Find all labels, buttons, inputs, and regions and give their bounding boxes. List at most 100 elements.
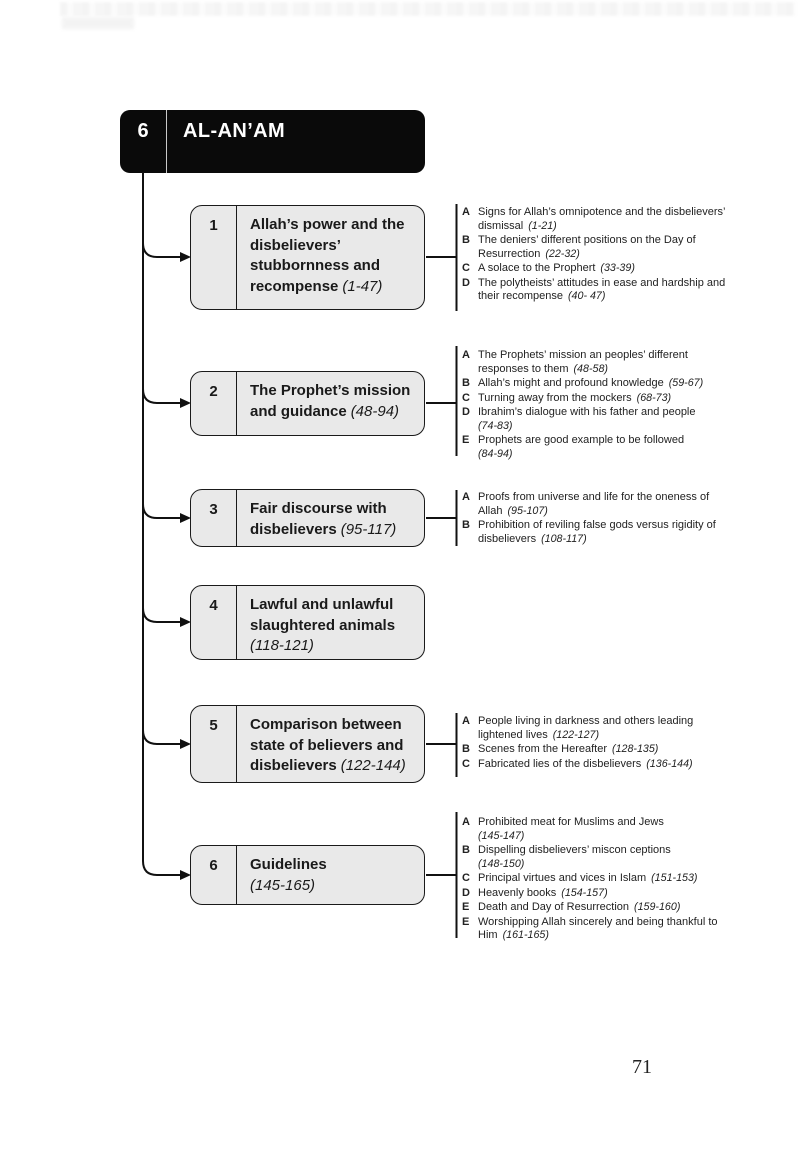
- item-text-content: Dispelling disbelievers’ miscon ceptions: [478, 844, 671, 856]
- chapter-number: 6: [120, 110, 167, 173]
- section-box-5: 5 Comparison between state of believers …: [190, 705, 425, 783]
- list-item: E Death and Day of Resurrection(159-160): [462, 901, 734, 915]
- item-letter: B: [462, 743, 470, 755]
- item-text: The deniers’ different positions on the …: [478, 234, 734, 261]
- item-letter: C: [462, 391, 470, 404]
- list-item: E Prophets are good example to be follow…: [462, 434, 734, 461]
- section-title-text: Comparison between state of believers an…: [250, 716, 404, 775]
- item-verse-range: (145-147): [478, 829, 525, 842]
- section-number: 2: [191, 372, 237, 435]
- section-title: Comparison between state of believers an…: [237, 706, 424, 782]
- section-box-6: 6 Guidelines(145-165): [190, 845, 425, 905]
- item-letter: E: [462, 434, 470, 446]
- item-text-content: A solace to the Prophert: [478, 262, 596, 274]
- page-number: 71: [632, 1056, 652, 1078]
- item-text: Principal virtues and vices in Islam (151…: [478, 872, 734, 886]
- item-verse-range: (1-21): [528, 219, 557, 232]
- section-number: 5: [191, 706, 237, 782]
- branch-line: [142, 503, 181, 519]
- list-item: B Dispelling disbelievers’ miscon ceptio…: [462, 844, 734, 871]
- item-letter: D: [462, 276, 470, 289]
- item-verse-range: (74-83): [478, 419, 513, 432]
- item-text-content: Fabricated lies of the disbelievers: [478, 757, 642, 770]
- list-item: A People living in darkness and others l…: [462, 715, 734, 742]
- item-letter: B: [462, 377, 470, 389]
- item-letter: A: [462, 349, 470, 361]
- section-title: Fair discourse with disbelievers(95-117): [237, 490, 424, 546]
- verse-range: (95-117): [340, 520, 397, 538]
- section-title-text: Allah’s power and the disbelievers’ stub…: [250, 216, 405, 296]
- item-text-content: Principal virtues and vices in Islam: [478, 872, 647, 884]
- item-text: Turning away from the mockers (68-73): [478, 392, 734, 406]
- item-verse-range: (151-153): [651, 872, 698, 884]
- item-text-content: Proofs from universe and life for the on…: [478, 491, 710, 517]
- section-box-4: 4 Lawful and unlawful slaughtered animal…: [190, 585, 425, 660]
- item-text-content: The polytheists’ attitudes in ease and h…: [478, 276, 726, 303]
- item-text-content: The deniers’ different positions on the …: [478, 234, 696, 260]
- item-verse-range: (128-135): [612, 743, 659, 755]
- item-text: Fabricated lies of the disbelievers (136-…: [478, 758, 734, 772]
- section-box-2: 2 The Prophet’s mission and guidance(48-…: [190, 371, 425, 436]
- section-title-text: Guidelines: [250, 856, 327, 873]
- list-item: D Ibrahim’s dialogue with his father and…: [462, 406, 734, 433]
- branch-line: [142, 388, 181, 404]
- item-letter: B: [462, 844, 470, 856]
- item-text-content: Allah’s might and profound knowledge: [478, 377, 664, 389]
- list-item: A Signs for Allah’s omnipotence and the …: [462, 206, 734, 233]
- item-verse-range: (148-150): [478, 857, 525, 870]
- item-text-content: Heavenly books: [478, 886, 557, 899]
- list-item: C Fabricated lies of the disbelievers(13…: [462, 758, 734, 772]
- item-letter: A: [462, 206, 470, 218]
- list-item: B Scenes from the Hereafter(128-135): [462, 743, 734, 757]
- section-title: Lawful and unlawful slaughtered animals (…: [237, 586, 424, 659]
- item-text: Prohibition of reviling false gods versu…: [478, 519, 734, 546]
- item-text: Death and Day of Resurrection(159-160): [478, 901, 734, 915]
- item-text-content: Prohibited meat for Muslims and Jews: [478, 816, 664, 828]
- item-text: Proofs from universe and life for the on…: [478, 491, 734, 518]
- item-text-content: Prohibition of reviling false gods versu…: [478, 519, 716, 545]
- item-text-content: Turning away from the mockers: [478, 391, 632, 404]
- branch-line: [142, 729, 181, 745]
- list-item: B Allah’s might and profound knowledge(5…: [462, 377, 734, 391]
- verse-range: (122-144): [340, 757, 406, 775]
- subtopic-list-3: A Proofs from universe and life for the …: [462, 491, 734, 547]
- item-text: The polytheists’ attitudes in ease and h…: [478, 277, 734, 304]
- item-text: The Prophets’ mission an peoples’ differ…: [478, 349, 734, 376]
- item-text-content: Worshipping Allah sincerely and being th…: [478, 915, 718, 942]
- verse-range: (118-121): [250, 637, 314, 655]
- item-verse-range: (40- 47): [568, 290, 606, 302]
- section-title: The Prophet’s mission and guidance(48-94…: [237, 372, 424, 435]
- item-text: Ibrahim’s dialogue with his father and p…: [478, 406, 734, 433]
- item-text-content: Ibrahim’s dialogue with his father and p…: [478, 406, 696, 418]
- list-item: A Prohibited meat for Muslims and Jews(1…: [462, 816, 734, 843]
- item-text: Worshipping Allah sincerely and being th…: [478, 916, 734, 943]
- item-text: Heavenly books (154-157): [478, 887, 734, 901]
- list-item: E Worshipping Allah sincerely and being …: [462, 916, 734, 943]
- section-title: Allah’s power and the disbelievers’ stub…: [237, 206, 424, 309]
- list-item: A The Prophets’ mission an peoples’ diff…: [462, 349, 734, 376]
- item-text: Prohibited meat for Muslims and Jews(145…: [478, 816, 734, 843]
- item-letter: C: [462, 872, 470, 884]
- trunk-line: [142, 172, 181, 876]
- section-number: 6: [191, 846, 237, 904]
- item-letter: D: [462, 886, 470, 899]
- section-number: 1: [191, 206, 237, 309]
- item-verse-range: (48-58): [573, 362, 608, 375]
- item-verse-range: (136-144): [646, 757, 693, 770]
- item-text-content: Prophets are good example to be followed: [478, 434, 685, 446]
- item-text-content: People living in darkness and others lea…: [478, 715, 694, 741]
- list-item: B Prohibition of reviling false gods ver…: [462, 519, 734, 546]
- item-text: A solace to the Prophert(33-39): [478, 262, 734, 276]
- item-verse-range: (68-73): [636, 391, 672, 404]
- item-verse-range: (161-165): [502, 929, 549, 941]
- item-letter: A: [462, 715, 470, 727]
- section-title-text: Lawful and unlawful slaughtered animals: [250, 596, 396, 634]
- section-number: 3: [191, 490, 237, 546]
- section-title-text: Fair discourse with disbelievers: [250, 500, 387, 538]
- list-item: B The deniers’ different positions on th…: [462, 234, 734, 261]
- item-verse-range: (154-157): [561, 886, 608, 899]
- branch-line: [142, 607, 181, 623]
- item-text: Scenes from the Hereafter(128-135): [478, 743, 734, 757]
- list-item: D Heavenly books (154-157): [462, 887, 734, 901]
